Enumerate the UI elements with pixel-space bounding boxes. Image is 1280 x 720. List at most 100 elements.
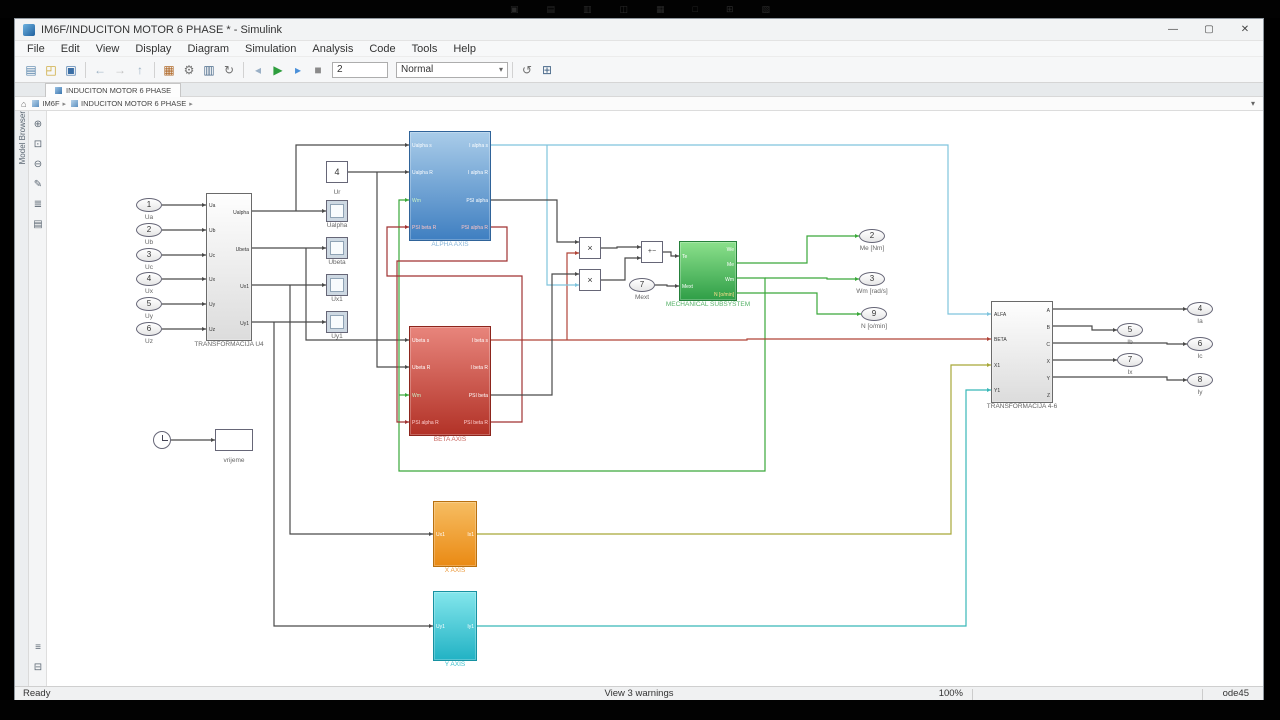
menu-edit[interactable]: Edit: [60, 42, 80, 55]
menu-code[interactable]: Code: [369, 42, 396, 55]
signal-wire[interactable]: [477, 364, 991, 535]
signal-wire[interactable]: [273, 322, 433, 627]
annotation-tool[interactable]: ✎: [33, 178, 43, 190]
build-button[interactable]: ⊞: [541, 62, 553, 77]
model-configuration-button[interactable]: ⚙: [183, 62, 195, 77]
signal-wire[interactable]: [386, 226, 523, 423]
signal-wire[interactable]: [491, 199, 579, 243]
new-model-button[interactable]: ▤: [25, 62, 37, 77]
property-inspector-tool[interactable]: ⊟: [33, 661, 43, 673]
stop-button[interactable]: ■: [314, 62, 322, 77]
clock-block[interactable]: [153, 431, 171, 449]
refresh-button[interactable]: ↻: [223, 62, 235, 77]
step-back-button[interactable]: ◂: [254, 62, 262, 77]
breadcrumb-item[interactable]: INDUCITON MOTOR 6 PHASE: [81, 99, 187, 108]
signal-wire[interactable]: [655, 284, 679, 287]
signal-wire[interactable]: [1053, 342, 1187, 345]
back-button[interactable]: ←: [94, 62, 106, 77]
scope-uy1[interactable]: Uy1: [326, 311, 348, 340]
run-button[interactable]: ▶: [273, 62, 283, 77]
up-to-parent-button[interactable]: ↑: [137, 62, 143, 77]
sim-mode-select[interactable]: Normal▾: [396, 61, 508, 78]
menu-simulation[interactable]: Simulation: [245, 42, 297, 55]
menu-file[interactable]: File: [27, 42, 45, 55]
signal-wire[interactable]: [477, 389, 991, 627]
open-model-button[interactable]: ◰: [45, 62, 57, 77]
fit-to-view-tool[interactable]: ⊡: [33, 138, 43, 150]
menu-display[interactable]: Display: [135, 42, 172, 55]
signal-wire[interactable]: [398, 199, 766, 472]
home-icon[interactable]: ⌂: [21, 98, 27, 109]
signal-wire[interactable]: [1053, 376, 1187, 381]
product-2-block[interactable]: ×: [579, 269, 601, 291]
signal-wire[interactable]: [491, 273, 579, 396]
chevron-down-icon[interactable]: ▾: [1250, 99, 1255, 108]
close-button[interactable]: ✕: [1240, 24, 1250, 35]
viewmarks-tool[interactable]: ▤: [33, 218, 43, 230]
scope-ualpha[interactable]: Ualpha: [326, 200, 348, 229]
signal-wire[interactable]: [491, 144, 991, 315]
signal-wire[interactable]: [491, 338, 991, 341]
signal-wire[interactable]: [737, 235, 859, 264]
maximize-button[interactable]: ▢: [1204, 24, 1214, 35]
model-data-editor-tool[interactable]: ≡: [35, 641, 41, 653]
display-vrijeme[interactable]: vrijeme: [215, 429, 253, 464]
signal-wire[interactable]: [737, 292, 861, 315]
signal-wire[interactable]: [295, 144, 409, 211]
signal-wire[interactable]: [601, 257, 641, 281]
signal-wire[interactable]: [1053, 325, 1117, 331]
menu-help[interactable]: Help: [453, 42, 476, 55]
menu-tools[interactable]: Tools: [411, 42, 438, 55]
sim-stop-time-input[interactable]: 2: [332, 61, 388, 78]
zoom-in-tool[interactable]: ⊕: [33, 118, 43, 130]
breadcrumb-item[interactable]: IM6F: [42, 99, 60, 108]
minimize-button[interactable]: —: [1168, 24, 1178, 35]
sum-block[interactable]: +−: [641, 241, 663, 263]
scope-ux1[interactable]: Ux1: [326, 274, 348, 303]
signal-wire[interactable]: [376, 172, 409, 368]
tab-induction-motor-6-phase[interactable]: INDUCITON MOTOR 6 PHASE: [45, 83, 182, 97]
scope-ubeta[interactable]: Ubeta: [326, 237, 348, 266]
signal-wire[interactable]: [765, 277, 859, 280]
signal-wire[interactable]: [546, 145, 579, 286]
product-1-block[interactable]: ×: [579, 237, 601, 259]
model-explorer-button[interactable]: ▥: [203, 62, 215, 77]
signal-wire[interactable]: [289, 285, 433, 535]
menu-diagram[interactable]: Diagram: [187, 42, 230, 55]
menu-view[interactable]: View: [95, 42, 120, 55]
step-forward-button[interactable]: ▸: [294, 62, 302, 77]
forward-button[interactable]: →: [114, 62, 126, 77]
signal-wire[interactable]: [396, 226, 508, 423]
library-browser-button[interactable]: ▦: [163, 62, 175, 77]
signal-wire[interactable]: [305, 248, 409, 341]
sample-time-legend-tool[interactable]: ≣: [33, 198, 43, 210]
model-browser-strip[interactable]: Model Browser: [15, 111, 29, 686]
fast-restart-button[interactable]: ↺: [521, 62, 533, 77]
view-warnings-link[interactable]: View 3 warnings: [604, 688, 674, 699]
signal-wire[interactable]: [601, 246, 641, 249]
